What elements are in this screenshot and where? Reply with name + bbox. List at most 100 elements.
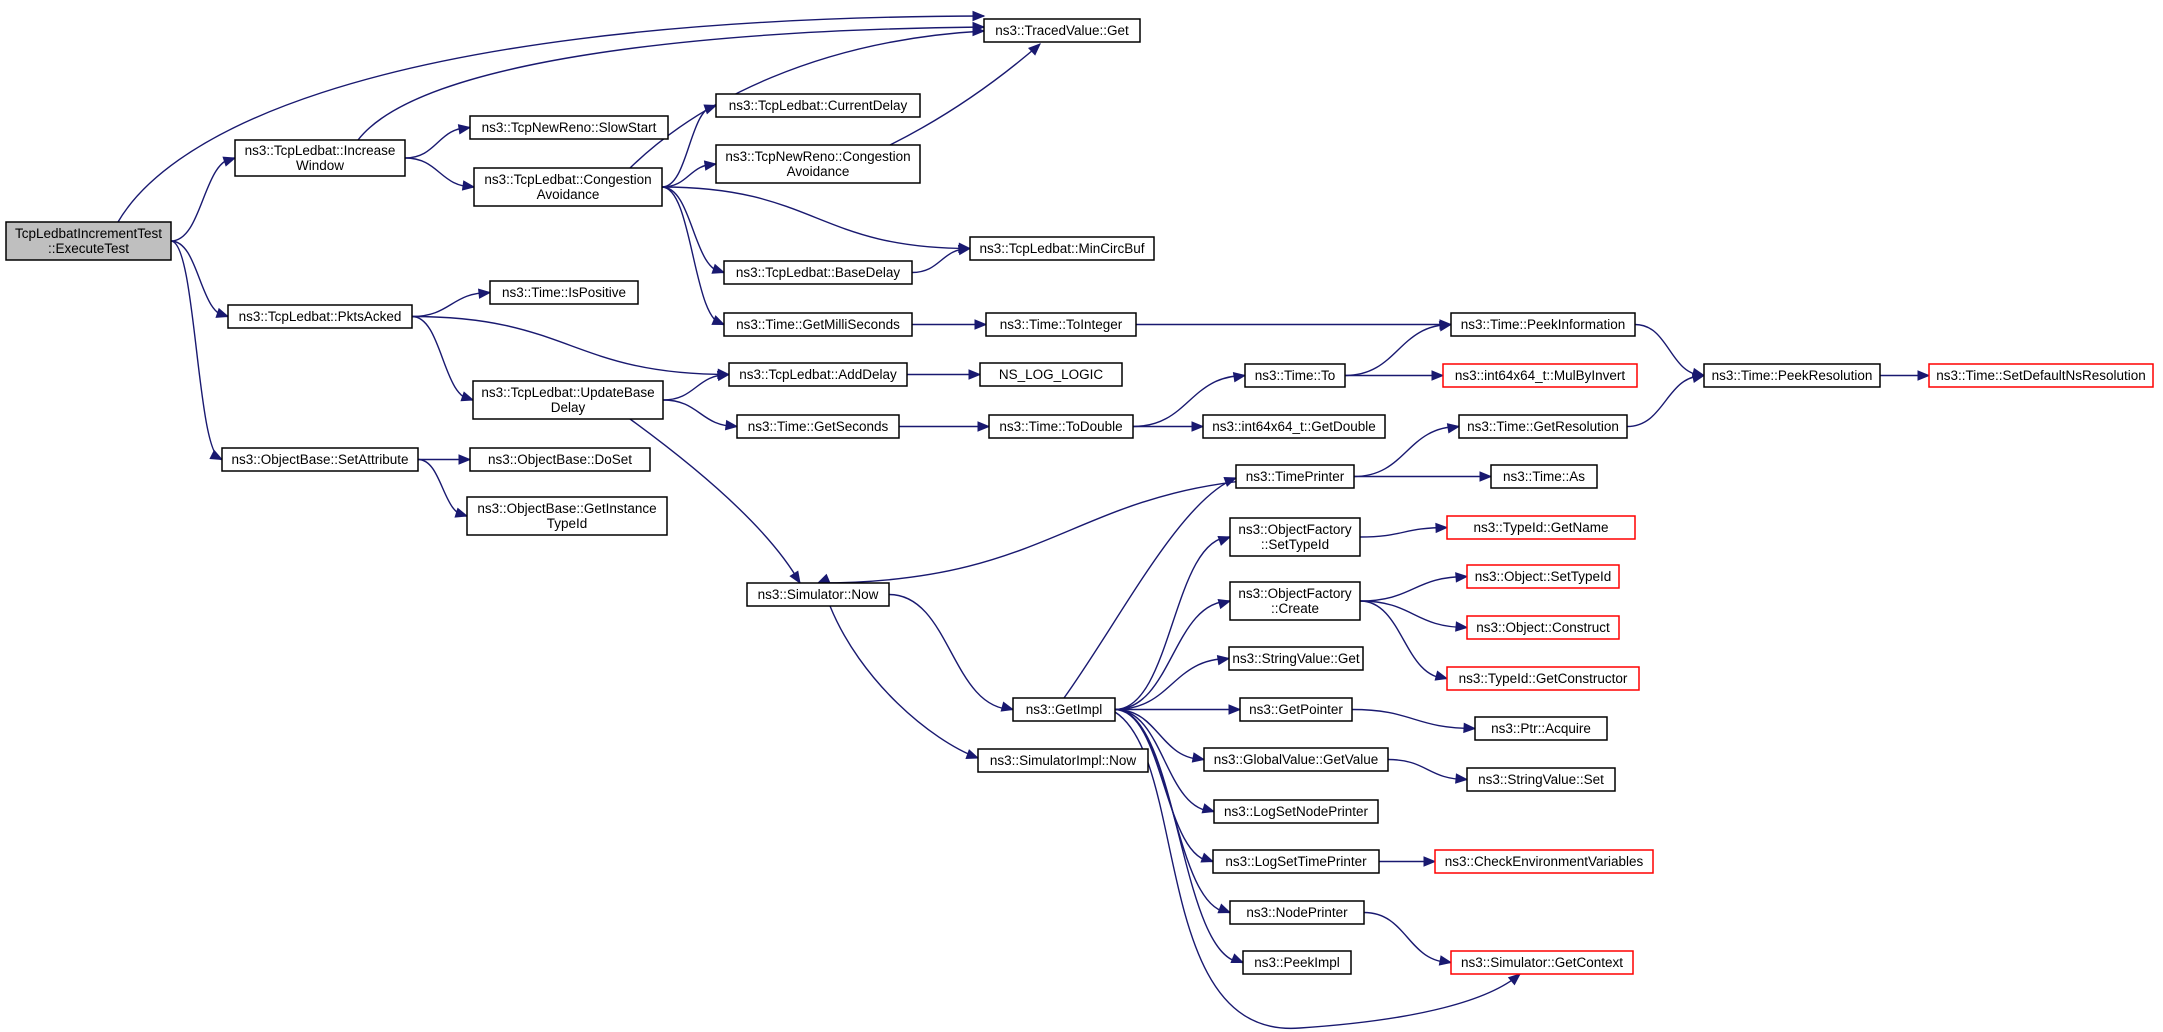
function-node-n31[interactable]: ns3::ObjectFactory::SetTypeId xyxy=(1229,517,1361,557)
function-node-label: ns3::StringValue::Set xyxy=(1478,772,1604,787)
function-node-label: ns3::TcpLedbat::Congestion xyxy=(484,172,651,187)
call-edge-n19-n20 xyxy=(1344,321,1453,377)
function-node-n46[interactable]: ns3::CheckEnvironmentVariables xyxy=(1434,849,1654,874)
function-node-n39[interactable]: ns3::GetPointer xyxy=(1239,697,1353,722)
function-node-n19[interactable]: ns3::Time::To xyxy=(1244,363,1346,388)
call-edge-line xyxy=(1359,575,1468,602)
function-node-n22[interactable]: ns3::int64x64_t::GetDouble xyxy=(1202,414,1386,439)
function-node-box xyxy=(1450,950,1634,975)
call-edge-n6-n11 xyxy=(661,186,726,326)
function-node-n30[interactable]: ns3::Simulator::Now xyxy=(746,582,890,607)
call-edge-arrowhead xyxy=(1455,773,1469,784)
function-node-n29[interactable]: ns3::Time::As xyxy=(1490,464,1598,489)
function-node-n5[interactable]: ns3::TcpNewReno::SlowStart xyxy=(469,115,669,140)
call-edge-line xyxy=(1114,708,1244,964)
function-node-n23[interactable]: ns3::Time::PeekResolution xyxy=(1703,363,1881,388)
function-node-n24[interactable]: ns3::Time::SetDefaultNsResolution xyxy=(1928,363,2154,388)
function-node-box xyxy=(728,362,908,387)
function-node-n4[interactable]: ns3::TracedValue::Get xyxy=(983,18,1141,43)
call-edge-line xyxy=(1114,657,1230,711)
function-node-label: Delay xyxy=(551,400,586,415)
function-node-n44[interactable]: ns3::LogSetNodePrinter xyxy=(1213,799,1379,824)
function-node-n12[interactable]: ns3::Time::IsPositive xyxy=(489,280,639,305)
function-node-n25[interactable]: ns3::ObjectBase::DoSet xyxy=(469,447,651,472)
function-node-n32[interactable]: ns3::TypeId::GetName xyxy=(1446,515,1636,540)
function-node-box xyxy=(1450,312,1636,337)
function-node-label: ns3::int64x64_t::GetDouble xyxy=(1212,419,1376,434)
function-node-n21[interactable]: ns3::int64x64_t::MulByInvert xyxy=(1442,363,1638,388)
function-node-box xyxy=(988,414,1134,439)
function-node-n47[interactable]: ns3::NodePrinter xyxy=(1229,900,1365,925)
function-node-n41[interactable]: ns3::GlobalValue::GetValue xyxy=(1203,747,1389,772)
function-node-box xyxy=(1466,564,1620,589)
function-node-n45[interactable]: ns3::LogSetTimePrinter xyxy=(1212,849,1380,874)
function-node-label: ns3::TcpNewReno::SlowStart xyxy=(482,120,657,135)
function-node-box xyxy=(1228,646,1364,671)
function-node-box xyxy=(1458,414,1628,439)
function-node-n37[interactable]: ns3::StringValue::Get xyxy=(1228,646,1364,671)
function-node-n18[interactable]: ns3::Time::ToDouble xyxy=(988,414,1134,439)
call-edge-arrowhead xyxy=(1230,953,1245,964)
function-node-n36[interactable]: ns3::TypeId::GetConstructor xyxy=(1446,666,1640,691)
function-node-n34[interactable]: ns3::Object::SetTypeId xyxy=(1466,564,1620,589)
function-node-box xyxy=(5,221,172,261)
function-node-n35[interactable]: ns3::Object::Construct xyxy=(1466,615,1620,640)
function-node-n11[interactable]: ns3::Time::GetMilliSeconds xyxy=(723,312,913,337)
function-node-label: ns3::TcpLedbat::CurrentDelay xyxy=(729,98,908,113)
function-node-label: ns3::TypeId::GetName xyxy=(1473,520,1608,535)
function-node-n3[interactable]: ns3::ObjectBase::SetAttribute xyxy=(221,447,419,472)
function-node-n20[interactable]: ns3::Time::PeekInformation xyxy=(1450,312,1636,337)
call-edge-n28-n27 xyxy=(1353,423,1461,478)
function-node-n17[interactable]: ns3::Time::ToInteger xyxy=(985,312,1137,337)
call-edge-n2-n13 xyxy=(411,315,731,380)
function-node-label: ns3::Ptr::Acquire xyxy=(1491,721,1591,736)
function-node-n2[interactable]: ns3::TcpLedbat::PktsAcked xyxy=(227,304,413,329)
call-edge-line xyxy=(661,186,725,326)
function-node-n10[interactable]: ns3::TcpLedbat::BaseDelay xyxy=(723,260,913,285)
function-node-label: ns3::TcpLedbat::Increase xyxy=(245,143,396,158)
function-node-n15[interactable]: NS_LOG_LOGIC xyxy=(979,362,1123,387)
call-edge-n6-n9 xyxy=(661,186,972,253)
function-node-label: ns3::NodePrinter xyxy=(1246,905,1348,920)
call-edge-n14-n16 xyxy=(662,399,739,431)
function-node-n43[interactable]: ns3::SimulatorImpl::Now xyxy=(977,748,1149,773)
function-node-box xyxy=(723,260,913,285)
call-edge-arrowhead xyxy=(972,10,986,22)
call-edge-n38-n37 xyxy=(1114,654,1231,711)
call-edge-arrowhead xyxy=(1438,955,1453,966)
function-node-n38[interactable]: ns3::GetImpl xyxy=(1012,697,1116,722)
function-node-n16[interactable]: ns3::Time::GetSeconds xyxy=(736,414,900,439)
function-node-n27[interactable]: ns3::Time::GetResolution xyxy=(1458,414,1628,439)
function-node-n13[interactable]: ns3::TcpLedbat::AddDelay xyxy=(728,362,908,387)
function-node-n28[interactable]: ns3::TimePrinter xyxy=(1235,464,1355,489)
function-node-n42[interactable]: ns3::StringValue::Set xyxy=(1466,767,1616,792)
call-edge-arrowhead xyxy=(1479,471,1493,482)
function-node-label: ns3::ObjectFactory xyxy=(1238,586,1352,601)
function-node-box xyxy=(489,280,639,305)
call-edge-n0-n3 xyxy=(170,240,224,461)
call-edge-line xyxy=(661,186,725,274)
function-node-n33[interactable]: ns3::ObjectFactory::Create xyxy=(1229,581,1361,621)
function-node-label: ns3::int64x64_t::MulByInvert xyxy=(1455,368,1626,383)
function-node-label: ::SetTypeId xyxy=(1261,537,1329,552)
function-node-n9[interactable]: ns3::TcpLedbat::MinCircBuf xyxy=(969,236,1155,261)
function-node-n48[interactable]: ns3::PeekImpl xyxy=(1242,950,1352,975)
call-edge-arrowhead xyxy=(1917,370,1931,381)
call-edge-arrowhead xyxy=(1191,752,1206,763)
function-node-n49[interactable]: ns3::Simulator::GetContext xyxy=(1450,950,1634,975)
call-edge-arrowhead xyxy=(1434,670,1449,681)
function-node-n40[interactable]: ns3::Ptr::Acquire xyxy=(1474,716,1608,741)
call-edge-arrowhead xyxy=(457,124,472,135)
function-node-label: ns3::ObjectBase::SetAttribute xyxy=(231,452,408,467)
call-edge-arrowhead xyxy=(1431,370,1445,381)
function-node-n7[interactable]: ns3::TcpLedbat::CurrentDelay xyxy=(715,93,921,118)
function-node-label: ns3::TracedValue::Get xyxy=(995,23,1129,38)
call-edge-arrowhead xyxy=(816,573,831,584)
function-node-n0[interactable]: TcpLedbatIncrementTest::ExecuteTest xyxy=(5,221,172,261)
call-edge-arrowhead xyxy=(1217,903,1232,914)
